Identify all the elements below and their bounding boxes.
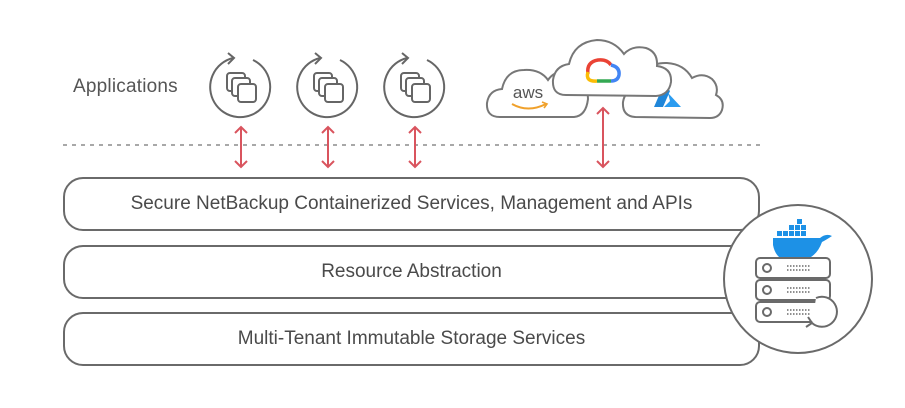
layer-resource-abstraction: Resource Abstraction [63,245,760,299]
bidirectional-arrow [321,125,335,169]
bidirectional-arrow [408,125,422,169]
container-app-icon [296,52,359,119]
layer-storage-services: Multi-Tenant Immutable Storage Services [63,312,760,366]
layer-containerized-services: Secure NetBackup Containerized Services,… [63,177,760,231]
container-app-icon [209,52,272,119]
container-app-icon [383,52,446,119]
bidirectional-arrow [234,125,248,169]
aws-label: aws [513,83,543,102]
bidirectional-arrow [596,106,610,169]
layer-label: Secure NetBackup Containerized Services,… [130,193,693,214]
google-cloud-icon [551,38,673,98]
layer-label: Resource Abstraction [321,261,502,282]
layer-label: Multi-Tenant Immutable Storage Services [237,328,586,349]
applications-label: Applications [73,76,178,97]
